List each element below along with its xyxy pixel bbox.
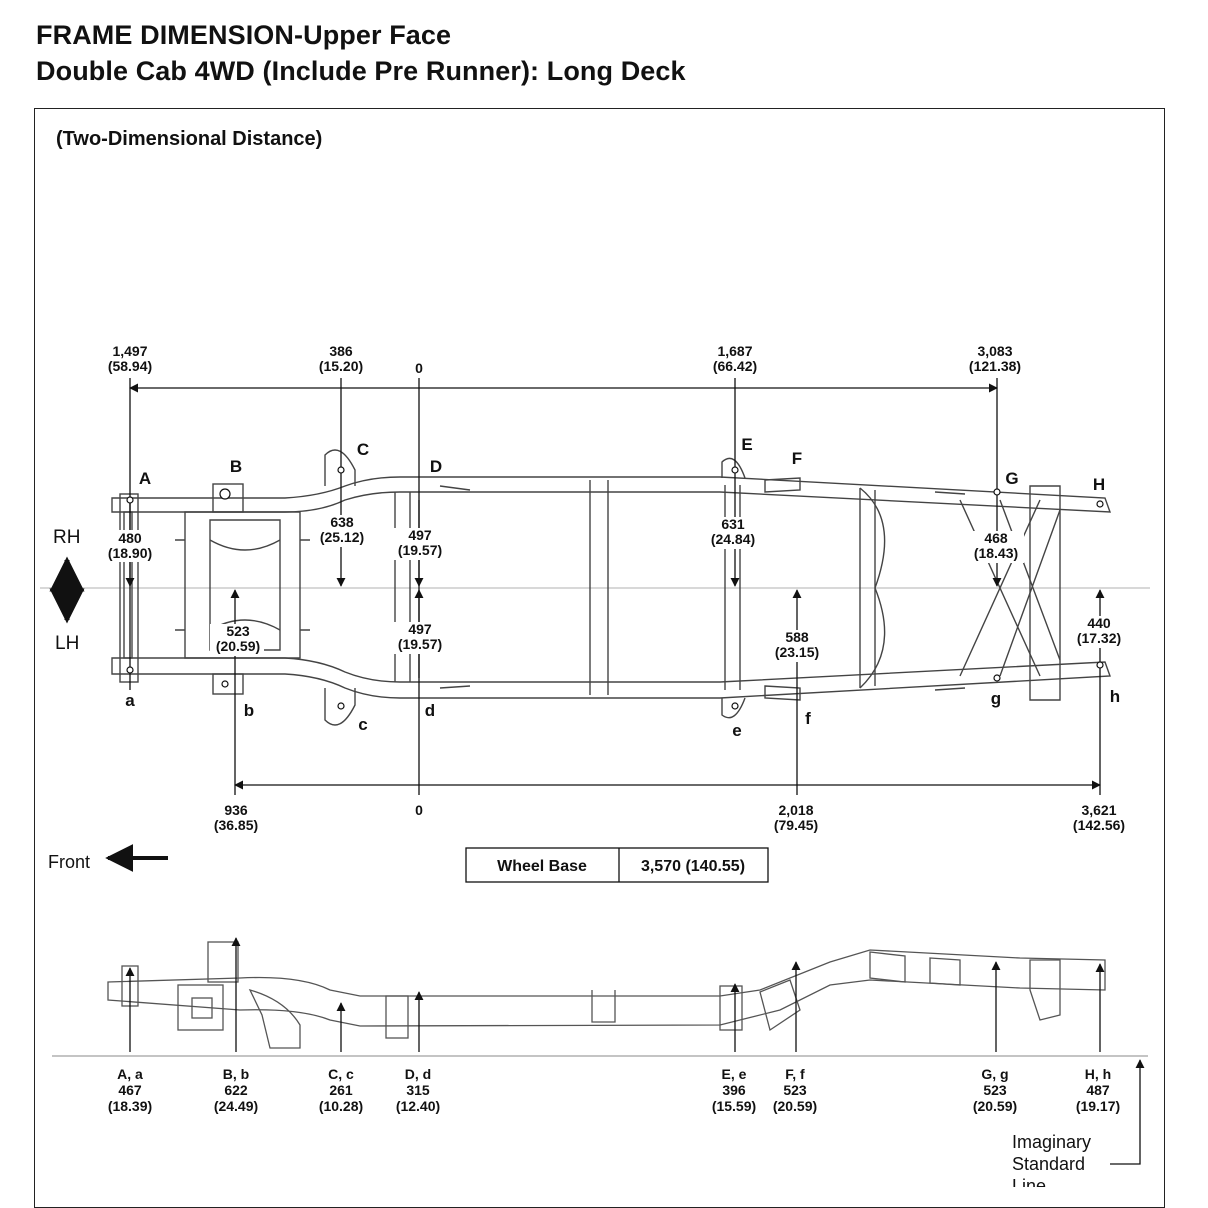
dim-sub: (66.42)	[713, 358, 757, 374]
height-sub: (18.39)	[108, 1098, 152, 1114]
letter-e: e	[732, 721, 741, 740]
letter-h: h	[1110, 687, 1120, 706]
dim-sub: (19.57)	[398, 636, 442, 652]
dim-value: 497	[408, 621, 432, 637]
height-points: E, e	[722, 1066, 747, 1082]
letter-H: H	[1093, 475, 1105, 494]
dim-sub: (25.12)	[320, 529, 364, 545]
wheel-base-label: Wheel Base	[497, 858, 587, 875]
dim-value: 3,621	[1081, 802, 1116, 818]
page-subtitle: Double Cab 4WD (Include Pre Runner): Lon…	[36, 56, 686, 86]
height-sub: (15.59)	[712, 1098, 756, 1114]
dim-value: 936	[224, 802, 248, 818]
height-sub: (20.59)	[773, 1098, 817, 1114]
letter-g: g	[991, 689, 1001, 708]
dimension-lines	[49, 378, 1105, 872]
wheel-base-box: Wheel Base 3,570 (140.55)	[465, 847, 769, 883]
dim-value: 440	[1087, 615, 1111, 631]
dim-sub: (15.20)	[319, 358, 363, 374]
dim-sub: (18.90)	[108, 545, 152, 561]
letter-d: d	[425, 701, 435, 720]
svg-text:Line: Line	[1012, 1176, 1046, 1187]
letter-B: B	[230, 457, 242, 476]
letter-C: C	[357, 440, 369, 459]
height-value: 487	[1086, 1082, 1110, 1098]
dim-sub: (19.57)	[398, 542, 442, 558]
dim-value: 497	[408, 527, 432, 543]
height-points: H, h	[1085, 1066, 1111, 1082]
dim-value: 0	[415, 360, 423, 376]
height-value: 467	[118, 1082, 142, 1098]
height-sub: (10.28)	[319, 1098, 363, 1114]
dim-sub: (79.45)	[774, 817, 818, 833]
dim-value: 638	[330, 514, 354, 530]
dim-value: 480	[118, 530, 142, 546]
height-value: 396	[722, 1082, 746, 1098]
dim-value: 386	[329, 343, 353, 359]
letter-c: c	[358, 715, 367, 734]
dim-sub: (142.56)	[1073, 817, 1125, 833]
point-letters: A B C D E F G H a b c d e f g h	[125, 435, 1120, 740]
letter-D: D	[430, 457, 442, 476]
height-points: C, c	[328, 1066, 354, 1082]
dim-value: 588	[785, 629, 809, 645]
width-dimension-labels: 480 (18.90) 638 (25.12) 497 (19.57) 631 …	[106, 514, 1128, 662]
measuring-points	[126, 466, 1104, 710]
dim-sub: (24.84)	[711, 531, 755, 547]
height-value: 315	[406, 1082, 430, 1098]
dim-value: 1,497	[112, 343, 147, 359]
letter-a: a	[125, 691, 135, 710]
height-value: 622	[224, 1082, 248, 1098]
dim-sub: (23.15)	[775, 644, 819, 660]
dim-value: 631	[721, 516, 745, 532]
height-sub: (24.49)	[214, 1098, 258, 1114]
page-title: FRAME DIMENSION-Upper Face	[36, 20, 452, 50]
height-points: G, g	[981, 1066, 1008, 1082]
height-arrows	[125, 937, 1145, 1165]
height-value: 523	[983, 1082, 1007, 1098]
top-dimension-labels: 1,497 (58.94) 386 (15.20) 0 1,687 (66.42…	[108, 343, 1021, 376]
height-points: B, b	[223, 1066, 249, 1082]
frame-side-view	[52, 941, 1148, 1057]
lh-label: LH	[55, 633, 79, 654]
letter-F: F	[792, 449, 802, 468]
front-label: Front	[48, 852, 90, 872]
dim-value: 1,687	[717, 343, 752, 359]
height-sub: (20.59)	[973, 1098, 1017, 1114]
height-value: 523	[783, 1082, 807, 1098]
dim-value: 468	[984, 530, 1008, 546]
height-sub: (12.40)	[396, 1098, 440, 1114]
frame-top-view	[40, 449, 1150, 726]
dim-sub: (58.94)	[108, 358, 152, 374]
dim-sub: (36.85)	[214, 817, 258, 833]
dim-sub: (20.59)	[216, 638, 260, 654]
height-sub: (19.17)	[1076, 1098, 1120, 1114]
bottom-dimension-labels: 936 (36.85) 0 2,018 (79.45) 3,621 (142.5…	[214, 802, 1125, 833]
height-value: 261	[329, 1082, 353, 1098]
height-points: F, f	[785, 1066, 805, 1082]
letter-G: G	[1005, 469, 1018, 488]
dim-sub: (121.38)	[969, 358, 1021, 374]
dim-value: 2,018	[778, 802, 813, 818]
wheel-base-value: 3,570 (140.55)	[641, 858, 745, 875]
dim-sub: (18.43)	[974, 545, 1018, 561]
dim-value: 0	[415, 802, 423, 818]
rh-label: RH	[53, 527, 80, 548]
height-points: D, d	[405, 1066, 431, 1082]
letter-A: A	[139, 469, 151, 488]
svg-text:Imaginary: Imaginary	[1012, 1132, 1091, 1152]
letter-b: b	[244, 701, 254, 720]
imaginary-standard-line-label: Imaginary Standard Line	[1012, 1132, 1091, 1187]
dim-sub: (17.32)	[1077, 630, 1121, 646]
letter-E: E	[741, 435, 752, 454]
panel-heading: (Two-Dimensional Distance)	[56, 128, 323, 150]
svg-text:Standard: Standard	[1012, 1154, 1085, 1174]
height-labels: A, a 467 (18.39) B, b 622 (24.49) C, c 2…	[108, 1066, 1120, 1114]
letter-f: f	[805, 709, 811, 728]
dim-value: 523	[226, 623, 250, 639]
dim-value: 3,083	[977, 343, 1012, 359]
height-points: A, a	[117, 1066, 143, 1082]
